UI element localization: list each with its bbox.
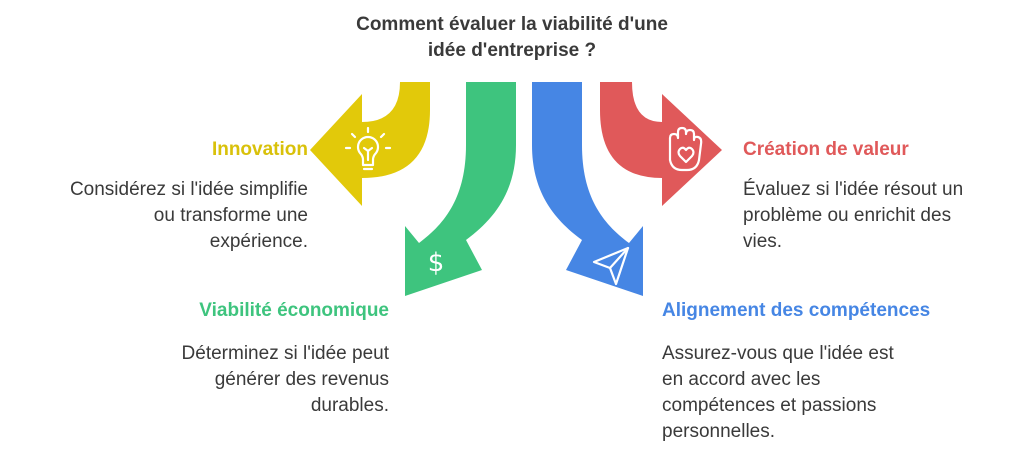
send-icon	[592, 246, 630, 286]
competences-desc-line-4: personnelles.	[662, 421, 776, 442]
competences-arrow	[532, 82, 643, 296]
economique-arrow	[405, 82, 516, 296]
hand-heart-icon	[668, 126, 703, 172]
lightbulb-icon	[344, 126, 392, 171]
innovation-desc-line-2: ou transforme une	[153, 205, 308, 226]
valeur-title: Création de valeur	[743, 139, 909, 160]
competences-desc-line-3: compétences et passions	[662, 395, 877, 416]
innovation-arrow	[310, 82, 430, 206]
innovation-title: Innovation	[211, 139, 308, 160]
competences-title: Alignement des compétences	[662, 300, 931, 321]
competences-desc-line-1: Assurez-vous que l'idée est	[662, 343, 894, 364]
valeur-desc-line-3: vies.	[743, 231, 783, 252]
economique-title: Viabilité économique	[199, 300, 389, 321]
valeur-arrow	[600, 82, 722, 206]
valeur-desc-line-1: Évaluez si l'idée résout un	[743, 179, 964, 200]
page-title: Comment évaluer la viabilité d'une idée …	[312, 12, 712, 64]
innovation-desc-line-1: Considérez si l'idée simplifie	[69, 179, 308, 200]
economique-desc-line-1: Déterminez si l'idée peut	[181, 343, 389, 364]
competences-desc: Assurez-vous que l'idée est en accord av…	[662, 341, 962, 445]
competences-desc-line-2: en accord avec les	[662, 369, 821, 390]
economique-desc-line-3: durables.	[310, 395, 389, 416]
dollar-icon: $	[428, 248, 445, 278]
valeur-desc: Évaluez si l'idée résout un problème ou …	[743, 177, 1013, 255]
innovation-desc-line-3: expérience.	[209, 231, 308, 252]
economique-desc-line-2: générer des revenus	[214, 369, 389, 390]
economique-desc: Déterminez si l'idée peut générer des re…	[100, 341, 389, 419]
innovation-desc: Considérez si l'idée simplifie ou transf…	[20, 177, 308, 255]
title-line-2: idée d'entreprise ?	[427, 40, 597, 61]
title-line-1: Comment évaluer la viabilité d'une	[356, 14, 668, 35]
valeur-desc-line-2: problème ou enrichit des	[743, 205, 952, 226]
svg-text:$: $	[428, 248, 445, 278]
